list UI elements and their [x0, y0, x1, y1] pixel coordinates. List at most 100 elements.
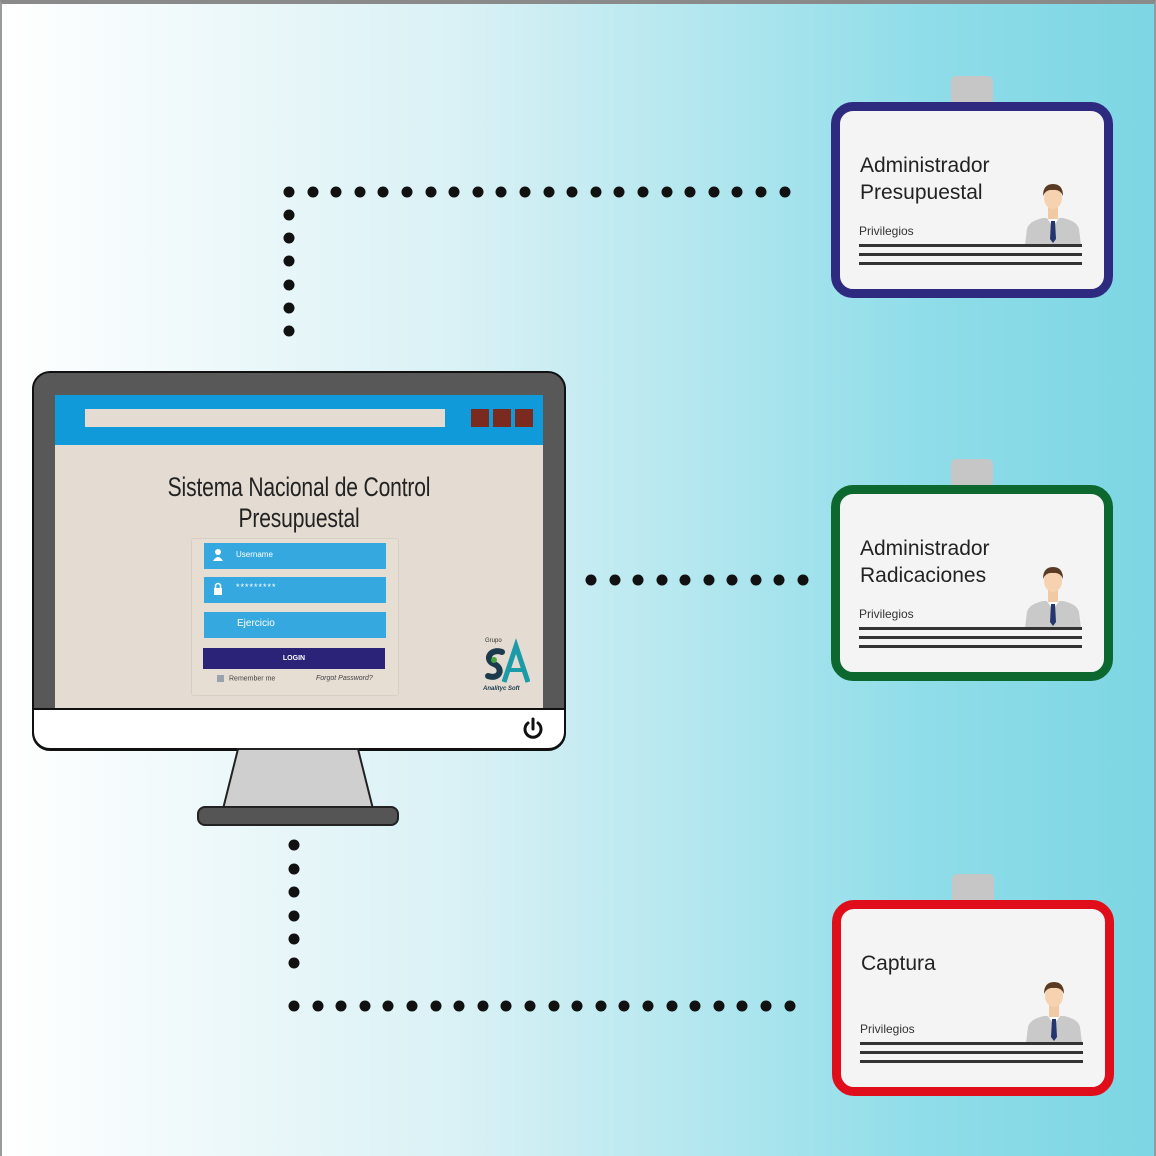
- login-form: Username ********* Ejercicio LOGIN Remem…: [191, 538, 399, 696]
- connector-dot: [283, 255, 295, 267]
- connector-dot: [472, 186, 484, 198]
- connector-dot: [689, 1000, 701, 1012]
- connector-dot: [283, 302, 295, 314]
- connector-dot: [495, 186, 507, 198]
- connector-dot: [519, 186, 531, 198]
- power-icon[interactable]: [521, 717, 545, 741]
- connector-dot: [288, 886, 300, 898]
- connector-dot: [425, 186, 437, 198]
- connector-dot: [288, 1000, 300, 1012]
- connector-dot: [632, 574, 644, 586]
- badge-title: Administrador Presupuestal: [860, 152, 1040, 206]
- connector-dot: [637, 186, 649, 198]
- connector-dot: [283, 232, 295, 244]
- logo-caption: Analityc Soft: [483, 686, 520, 692]
- forgot-password-link[interactable]: Forgot Password?: [316, 675, 373, 682]
- connector-dot: [283, 279, 295, 291]
- connector-dot: [642, 1000, 654, 1012]
- connector-dot: [288, 933, 300, 945]
- password-field[interactable]: *********: [204, 577, 386, 603]
- connector-dot: [406, 1000, 418, 1012]
- password-mask: *********: [236, 582, 277, 592]
- connector-dot: [430, 1000, 442, 1012]
- connector-dot: [684, 186, 696, 198]
- connector-dot: [377, 186, 389, 198]
- connector-dot: [784, 1000, 796, 1012]
- connector-dot: [448, 186, 460, 198]
- connector-dot: [755, 186, 767, 198]
- connector-dot: [288, 957, 300, 969]
- ejercicio-field[interactable]: Ejercicio: [204, 612, 386, 638]
- connector-dot: [797, 574, 809, 586]
- connector-dot: [760, 1000, 772, 1012]
- privileges-label: Privilegios: [860, 1022, 915, 1036]
- connector-dot: [590, 186, 602, 198]
- badge-title-line1: Captura: [861, 952, 936, 975]
- privileges-lines: [860, 1042, 1083, 1069]
- connector-dot: [359, 1000, 371, 1012]
- person-avatar-icon: [1026, 982, 1082, 1043]
- connector-dot: [585, 574, 597, 586]
- connector-dot: [288, 863, 300, 875]
- minimize-button[interactable]: [471, 409, 489, 427]
- monitor-chin: [32, 708, 566, 750]
- remember-me[interactable]: Remember me: [217, 675, 275, 682]
- connector-dot: [566, 186, 578, 198]
- username-field[interactable]: Username: [204, 543, 386, 569]
- connector-dot: [283, 186, 295, 198]
- connector-dot: [330, 186, 342, 198]
- connector-dot: [524, 1000, 536, 1012]
- connector-dot: [283, 325, 295, 337]
- remember-checkbox[interactable]: [217, 675, 224, 682]
- connector-dot: [595, 1000, 607, 1012]
- dotted-connectors: [283, 186, 809, 1012]
- badge-title-line2: Radicaciones: [860, 564, 987, 587]
- badge-title-line2: Presupuestal: [860, 181, 983, 204]
- lock-icon: [214, 582, 222, 595]
- connector-dot: [354, 186, 366, 198]
- badge-title-line1: Administrador: [860, 537, 990, 560]
- connector-dot: [713, 1000, 725, 1012]
- connector-dot: [613, 186, 625, 198]
- connector-dot: [708, 186, 720, 198]
- badge-administrador-radicaciones: Administrador Radicaciones Privilegios: [831, 485, 1113, 681]
- connector-dot: [401, 186, 413, 198]
- address-bar[interactable]: [85, 409, 445, 427]
- close-button[interactable]: [515, 409, 533, 427]
- connector-dot: [548, 1000, 560, 1012]
- logo-grupo-text: Grupo: [485, 638, 502, 644]
- connector-dot: [571, 1000, 583, 1012]
- badge-administrador-presupuestal: Administrador Presupuestal Privilegios: [831, 102, 1113, 298]
- connector-dot: [543, 186, 555, 198]
- maximize-button[interactable]: [493, 409, 511, 427]
- connector-dot: [731, 186, 743, 198]
- connector-dot: [312, 1000, 324, 1012]
- person-avatar-icon: [1025, 184, 1081, 245]
- browser-bar: [55, 395, 543, 445]
- username-placeholder: Username: [236, 550, 273, 559]
- connector-dot: [661, 186, 673, 198]
- grupo-sa-logo-icon: [485, 638, 530, 683]
- connector-dot: [335, 1000, 347, 1012]
- privileges-lines: [859, 627, 1082, 654]
- connector-dot: [750, 574, 762, 586]
- connector-dot: [779, 186, 791, 198]
- login-button[interactable]: LOGIN: [203, 648, 385, 669]
- connector-dot: [773, 574, 785, 586]
- privileges-lines: [859, 244, 1082, 271]
- connector-dot: [609, 574, 621, 586]
- connector-dot: [477, 1000, 489, 1012]
- system-title: Sistema Nacional de Control Presupuestal: [167, 472, 431, 533]
- privileges-label: Privilegios: [859, 607, 914, 621]
- connector-dot: [307, 186, 319, 198]
- connector-dot: [666, 1000, 678, 1012]
- connector-dot: [679, 574, 691, 586]
- person-avatar-icon: [1025, 567, 1081, 628]
- ejercicio-label: Ejercicio: [237, 618, 275, 629]
- privileges-label: Privilegios: [859, 224, 914, 238]
- connector-dot: [726, 574, 738, 586]
- badge-title: Administrador Radicaciones: [860, 535, 1040, 589]
- connector-dot: [453, 1000, 465, 1012]
- monitor-screen: Sistema Nacional de Control Presupuestal…: [55, 395, 543, 708]
